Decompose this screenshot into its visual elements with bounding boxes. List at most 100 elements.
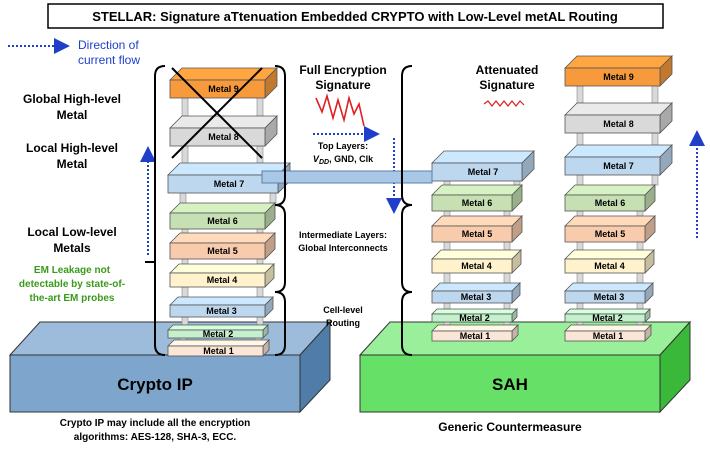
legend-line-2: current flow [78, 53, 140, 67]
right-metal-3-label: Metal 3 [594, 292, 625, 302]
cell-level-label-1: Cell-level [323, 305, 363, 315]
mid-metal-4: Metal 4 [431, 249, 522, 274]
right-via-r4 [636, 241, 644, 251]
mid-metal-6: Metal 6 [431, 184, 523, 212]
local-high-label-2: Metal [57, 157, 88, 171]
right-metal-3: Metal 3 [564, 282, 654, 304]
title-box [47, 3, 664, 29]
mid-via-r2 [503, 241, 511, 251]
right-metal-2: Metal 2 [564, 308, 651, 323]
attenuated-signature-label-1: Attenuated [476, 63, 539, 77]
mid-via-l3 [443, 272, 451, 284]
left-via-l3 [181, 228, 189, 234]
full-signature-waveform [315, 93, 365, 127]
crypto-caption-2: algorithms: AES-128, SHA-3, ECC. [74, 432, 237, 443]
left-metal-5: Metal 5 [169, 232, 276, 260]
left-metal-8-label: Metal 8 [208, 132, 239, 142]
right-via-l1 [576, 132, 584, 146]
cross-line-2 [171, 67, 263, 159]
mid-via-r5 [503, 321, 511, 326]
global-high-label-1: Global High-level [23, 92, 121, 106]
right-via-l7 [576, 321, 584, 326]
em-leak-label-1: EM Leakage not [34, 265, 111, 276]
left-metal-4-label: Metal 4 [207, 275, 238, 285]
left-bracket-stack [154, 65, 166, 356]
left-metal-7-label: Metal 7 [214, 179, 245, 189]
intermediate-layers-label-1: Intermediate Layers: [299, 230, 387, 240]
left-via-r6 [256, 316, 264, 326]
left-via-l4 [181, 258, 189, 265]
mid-via-l4 [443, 302, 451, 310]
sah-label: SAH [492, 375, 528, 394]
right-via-l3 [576, 210, 584, 217]
right-via-r0 [651, 85, 659, 104]
mid-via-r0 [513, 180, 521, 186]
right-metal-7-label: Metal 7 [603, 161, 634, 171]
left-via-r0 [256, 97, 264, 117]
mid-via-r1 [503, 210, 511, 217]
mid-metal-5-label: Metal 5 [462, 229, 493, 239]
left-metal-2: Metal 2 [167, 324, 269, 339]
mid-metal-4-label: Metal 4 [461, 261, 492, 271]
em-leak-label-3: the-art EM probes [29, 293, 114, 304]
mid-via-r3 [503, 272, 511, 284]
mid-metal-5: Metal 5 [431, 215, 523, 243]
mid-metal-7: Metal 7 [431, 150, 535, 182]
right-metal-6: Metal 6 [564, 184, 656, 212]
right-via-r5 [636, 272, 644, 284]
mid-metal-3-label: Metal 3 [461, 292, 492, 302]
em-leak-label-2: detectable by state-of- [19, 279, 125, 290]
right-metal-7: Metal 7 [564, 144, 673, 176]
left-metal-8: Metal 8 [169, 115, 278, 147]
right-metal-4: Metal 4 [564, 249, 655, 274]
cell-level-label-2: Routing [326, 318, 360, 328]
mid-metal-3: Metal 3 [431, 282, 521, 304]
right-metal-8: Metal 8 [564, 102, 673, 134]
title: STELLAR: Signature aTtenuation Embedded … [92, 9, 618, 24]
top-layers-detail: VDD, GND, Clk [313, 154, 374, 166]
crypto-ip-label: Crypto IP [117, 375, 193, 394]
left-metal-1: Metal 1 [167, 339, 270, 357]
right-via-r7 [636, 321, 644, 326]
mid-metal-7-label: Metal 7 [468, 167, 499, 177]
local-high-label-1: Local High-level [26, 141, 118, 155]
center-left-bracket-mid [274, 204, 286, 293]
mid-via-r4 [503, 302, 511, 310]
attenuated-signature-waveform [483, 100, 525, 107]
full-signature-label-2: Signature [315, 78, 371, 92]
right-via-l6 [576, 302, 584, 310]
left-via-r3 [256, 228, 264, 234]
left-via-r2 [269, 192, 277, 204]
left-metal-9: Metal 9 [169, 67, 278, 99]
mid-metal-1: Metal 1 [431, 324, 519, 342]
right-via-r3 [636, 210, 644, 217]
right-metal-1-label: Metal 1 [593, 331, 624, 341]
mid-via-l1 [443, 210, 451, 217]
right-via-l5 [576, 272, 584, 284]
right-metal-9-label: Metal 9 [603, 72, 634, 82]
right-metal-5-label: Metal 5 [595, 229, 626, 239]
crypto-caption-1: Crypto IP may include all the encryption [60, 418, 250, 429]
sah-caption: Generic Countermeasure [438, 420, 582, 434]
center-left-bracket-top [274, 65, 286, 206]
right-via-l4 [576, 241, 584, 251]
right-metal-5: Metal 5 [564, 215, 656, 243]
right-via-l0 [576, 85, 584, 104]
center-right-bracket-mid [401, 204, 413, 293]
mid-via-l5 [443, 321, 451, 326]
middle-metal-stack: Metal 7 Metal 6 Metal 5 Metal 4 Metal 3 Metal… [431, 150, 535, 342]
legend-line-1: Direction of [78, 38, 139, 52]
left-metal-3-label: Metal 3 [206, 306, 237, 316]
local-low-label-1: Local Low-level [27, 225, 116, 239]
right-via-r2 [651, 174, 659, 186]
full-signature-label-1: Full Encryption [299, 63, 386, 77]
mid-metal-2-label: Metal 2 [459, 313, 490, 323]
left-metal-1-label: Metal 1 [203, 346, 234, 356]
right-metal-6-label: Metal 6 [595, 198, 626, 208]
mid-via-l2 [443, 241, 451, 251]
mid-via-l0 [443, 180, 451, 186]
left-via-l5 [181, 286, 189, 298]
left-metal-5-label: Metal 5 [207, 246, 238, 256]
